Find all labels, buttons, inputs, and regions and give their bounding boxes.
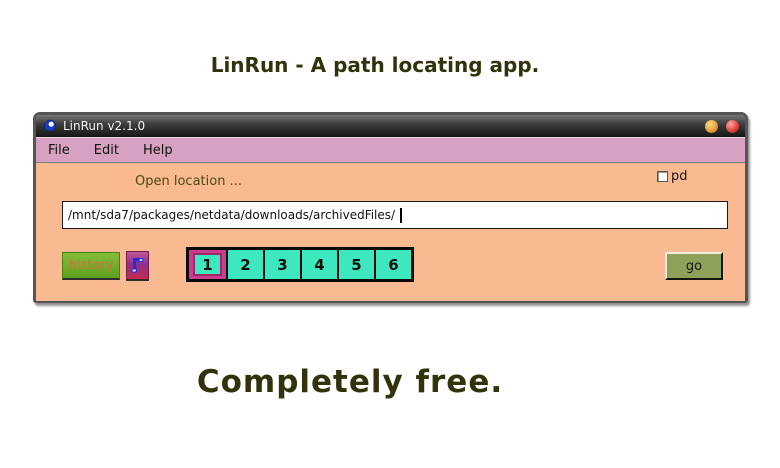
go-button[interactable]: go bbox=[665, 252, 723, 280]
number-button-5-label: 5 bbox=[351, 255, 362, 274]
close-circle-icon[interactable] bbox=[726, 119, 739, 133]
linrun-window: LinRun v2.1.0 File Edit Help Open locati… bbox=[33, 112, 748, 303]
path-tree-icon bbox=[131, 257, 144, 274]
app-pin-icon bbox=[42, 119, 57, 134]
pd-checkbox-group: pd bbox=[657, 169, 688, 184]
page-title: LinRun - A path locating app. bbox=[210, 53, 540, 77]
window-title: LinRun v2.1.0 bbox=[63, 119, 146, 133]
number-button-6-label: 6 bbox=[388, 255, 399, 274]
number-button-3-label: 3 bbox=[277, 255, 288, 274]
tagline: Completely free. bbox=[196, 364, 504, 400]
number-button-5[interactable]: 5 bbox=[337, 250, 374, 279]
number-button-1[interactable]: 1 bbox=[189, 250, 226, 279]
history-button-label: history bbox=[68, 258, 114, 273]
history-button[interactable]: history bbox=[62, 252, 120, 280]
number-button-4[interactable]: 4 bbox=[300, 250, 337, 279]
number-button-2[interactable]: 2 bbox=[226, 250, 263, 279]
window-titlebar[interactable]: LinRun v2.1.0 bbox=[36, 115, 745, 137]
number-button-2-label: 2 bbox=[240, 255, 251, 274]
number-button-group: 1 2 3 4 5 6 bbox=[186, 247, 414, 282]
menu-edit[interactable]: Edit bbox=[93, 142, 119, 158]
window-body: Open location ... pd /mnt/sda7/packages/… bbox=[36, 163, 745, 301]
number-button-6[interactable]: 6 bbox=[374, 250, 411, 279]
open-location-label: Open location ... bbox=[135, 174, 242, 189]
number-button-3[interactable]: 3 bbox=[263, 250, 300, 279]
path-tree-button[interactable] bbox=[126, 251, 149, 281]
number-button-1-label: 1 bbox=[202, 255, 213, 274]
text-caret bbox=[400, 207, 403, 223]
go-button-label: go bbox=[685, 258, 703, 274]
minimize-circle-icon[interactable] bbox=[705, 119, 718, 133]
pd-checkbox-label: pd bbox=[671, 169, 688, 184]
menu-help[interactable]: Help bbox=[142, 142, 173, 158]
window-controls bbox=[705, 119, 739, 133]
menubar: File Edit Help bbox=[36, 137, 745, 163]
path-input-value: /mnt/sda7/packages/netdata/downloads/arc… bbox=[68, 208, 396, 222]
pd-checkbox[interactable] bbox=[657, 171, 668, 182]
number-button-4-label: 4 bbox=[314, 255, 325, 274]
path-input[interactable]: /mnt/sda7/packages/netdata/downloads/arc… bbox=[62, 201, 728, 229]
menu-file[interactable]: File bbox=[48, 142, 70, 158]
